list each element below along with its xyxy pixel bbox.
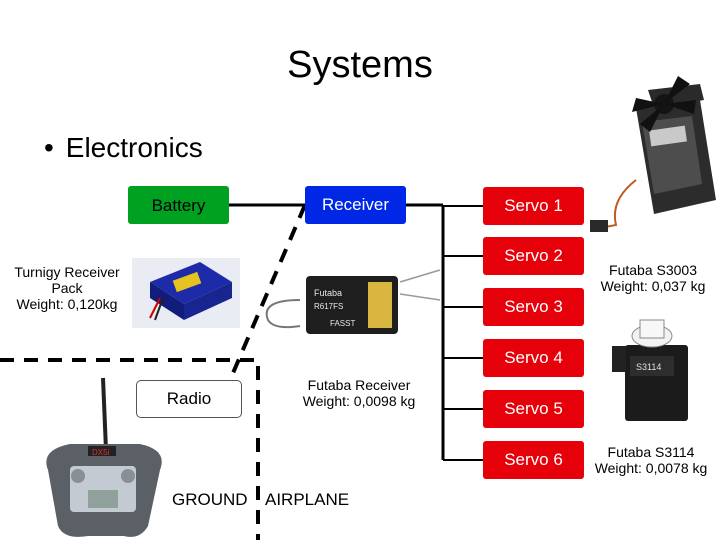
battery-pack-caption-line2: Pack [51, 280, 83, 296]
servo-s3114-image: S3114 [612, 319, 688, 421]
svg-text:S3114: S3114 [636, 362, 661, 372]
servo-s3003-image [590, 76, 716, 232]
battery-pack-caption-line3: Weight: 0,120kg [16, 296, 118, 312]
battery-pack-caption: Turnigy Receiver Pack Weight: 0,120kg [2, 264, 132, 312]
radio-image: DX5i [46, 377, 162, 537]
radio-link-dashed [228, 204, 307, 381]
airplane-label: AIRPLANE [265, 490, 350, 509]
receiver-tech-text: FASST [330, 319, 355, 328]
radio-model-text: DX5i [92, 448, 110, 457]
receiver-brand-text: Futaba [314, 288, 342, 298]
servo-5-node: Servo 5 [483, 390, 584, 428]
servo-s3003-caption-line1: Futaba S3003 [609, 262, 697, 278]
battery-pack-image [132, 258, 240, 328]
servo-4-node: Servo 4 [483, 339, 584, 377]
servo-s3114-caption-line2: Weight: 0,0078 kg [594, 460, 708, 476]
ground-boundary-dashed [0, 358, 260, 540]
receiver-caption-line1: Futaba Receiver [307, 377, 411, 393]
receiver-caption-line2: Weight: 0,0098 kg [302, 393, 416, 409]
receiver-node: Receiver [305, 186, 406, 224]
radio-node: Radio [136, 380, 242, 418]
receiver-model-text: R617FS [314, 302, 343, 311]
receiver-image: Futaba R617FS FASST [265, 269, 441, 334]
receiver-caption: Futaba Receiver Weight: 0,0098 kg [284, 377, 434, 409]
servo-s3003-caption: Futaba S3003 Weight: 0,037 kg [588, 262, 718, 294]
battery-node: Battery [128, 186, 229, 224]
bullet-electronics: • Electronics [44, 132, 203, 164]
servo-6-node: Servo 6 [483, 441, 584, 479]
servo-s3003-caption-line2: Weight: 0,037 kg [600, 278, 706, 294]
servo-2-node: Servo 2 [483, 237, 584, 275]
servo-s3114-caption: Futaba S3114 Weight: 0,0078 kg [582, 444, 720, 476]
bullet-dot-icon: • [44, 132, 54, 163]
servo-s3114-caption-line1: Futaba S3114 [607, 444, 695, 460]
ground-label: GROUND [172, 490, 248, 509]
servo-1-node: Servo 1 [483, 187, 584, 225]
servo-3-node: Servo 3 [483, 288, 584, 326]
bullet-text: Electronics [65, 132, 203, 163]
slide-title: Systems [287, 44, 433, 86]
battery-pack-caption-line1: Turnigy Receiver [14, 264, 120, 280]
